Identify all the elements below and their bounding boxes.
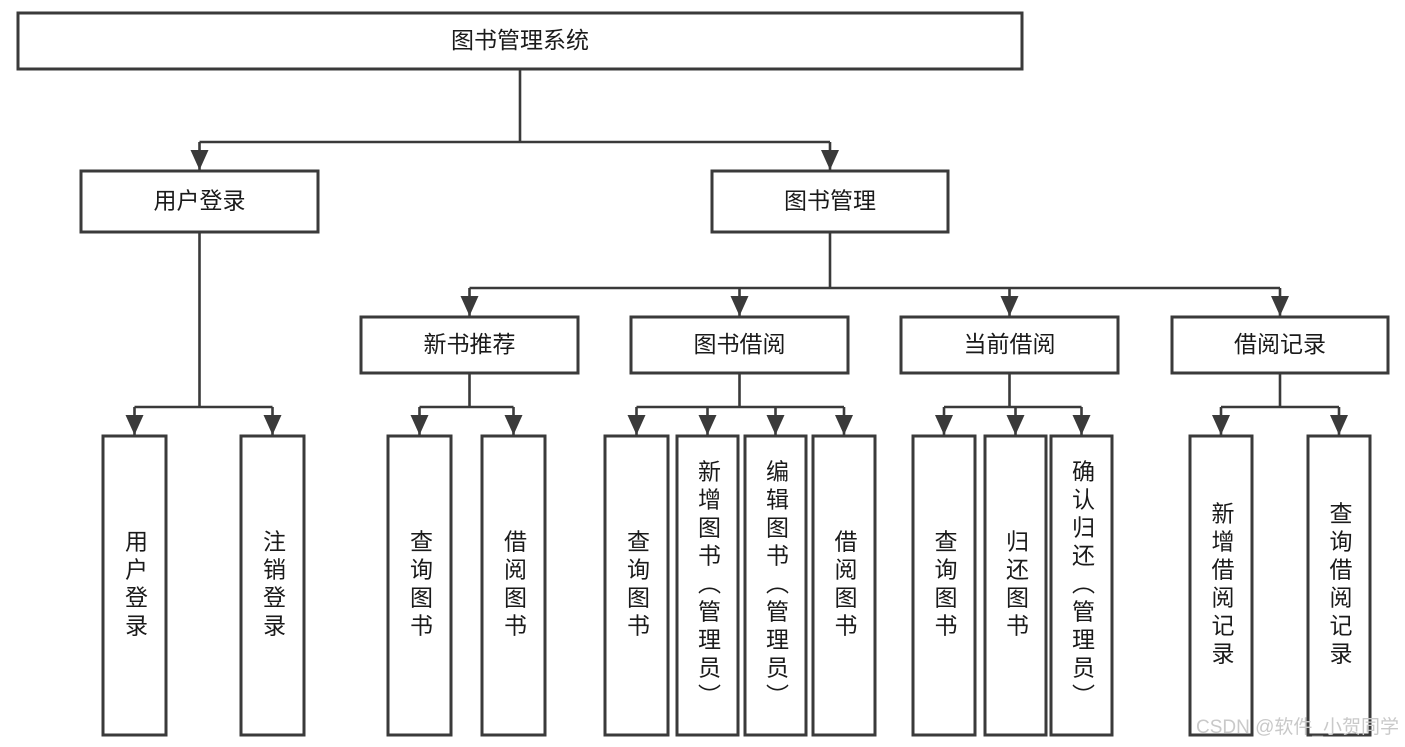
node-box[interactable] bbox=[1188, 434, 1254, 737]
node-label: 新增图书（管理员） bbox=[695, 460, 722, 712]
node-box[interactable] bbox=[16, 11, 1024, 71]
csdn-watermark: CSDN @软件_小贺同学 bbox=[1196, 716, 1399, 738]
node-leaf-edit-book[interactable]: 编辑图书（管理员） bbox=[743, 434, 808, 737]
node-label: 借阅图书 bbox=[501, 530, 528, 642]
arrow-head-icon bbox=[125, 415, 144, 435]
node-label: 查询借阅记录 bbox=[1326, 502, 1353, 670]
arrow-head-icon bbox=[935, 415, 953, 435]
node-label: 新增借阅记录 bbox=[1208, 502, 1235, 670]
arrow-head-icon bbox=[1072, 415, 1091, 435]
node-leaf-borrow-book-1[interactable]: 借阅图书 bbox=[480, 434, 547, 737]
node-label: 查询图书 bbox=[624, 530, 651, 642]
arrow-head-icon bbox=[1271, 296, 1289, 316]
arrow-head-icon bbox=[190, 150, 209, 170]
arrow-head-icon bbox=[835, 415, 853, 435]
node-label: 用户登录 bbox=[154, 188, 246, 214]
node-label: 图书借阅 bbox=[694, 331, 786, 357]
connector-layer bbox=[125, 69, 1348, 435]
node-label: 确认归还（管理员） bbox=[1069, 460, 1096, 712]
node-label: 图书管理 bbox=[784, 188, 876, 214]
arrow-head-icon bbox=[504, 415, 523, 435]
node-leaf-borrow-book-2[interactable]: 借阅图书 bbox=[811, 434, 877, 737]
node-leaf-add-book[interactable]: 新增图书（管理员） bbox=[675, 434, 740, 737]
node-box[interactable] bbox=[710, 169, 950, 234]
arrow-head-icon bbox=[766, 415, 785, 435]
node-label: 查询图书 bbox=[407, 530, 434, 642]
node-leaf-query-record[interactable]: 查询借阅记录 bbox=[1306, 434, 1372, 737]
node-label: 新书推荐 bbox=[424, 331, 516, 357]
node-label: 当前借阅 bbox=[964, 331, 1056, 357]
arrow-head-icon bbox=[1330, 415, 1348, 435]
node-new-book-recommend[interactable]: 新书推荐 bbox=[359, 315, 580, 375]
node-leaf-query-book-2[interactable]: 查询图书 bbox=[603, 434, 670, 737]
node-box[interactable] bbox=[983, 434, 1048, 737]
node-box[interactable] bbox=[911, 434, 977, 737]
node-leaf-query-book-1[interactable]: 查询图书 bbox=[386, 434, 453, 737]
node-label: 注销登录 bbox=[260, 530, 287, 642]
node-box[interactable] bbox=[899, 315, 1120, 375]
node-label: 用户登录 bbox=[122, 530, 149, 642]
arrow-head-icon bbox=[627, 415, 646, 435]
arrow-head-icon bbox=[821, 150, 839, 170]
node-leaf-query-book-3[interactable]: 查询图书 bbox=[911, 434, 977, 737]
node-label: 借阅记录 bbox=[1234, 331, 1326, 357]
node-user-login[interactable]: 用户登录 bbox=[79, 169, 320, 234]
node-box[interactable] bbox=[1049, 434, 1114, 737]
node-box[interactable] bbox=[675, 434, 740, 737]
node-box[interactable] bbox=[1170, 315, 1390, 375]
node-leaf-user-login[interactable]: 用户登录 bbox=[101, 434, 168, 737]
arrow-head-icon bbox=[1212, 415, 1230, 435]
node-box[interactable] bbox=[480, 434, 547, 737]
arrow-head-icon bbox=[410, 415, 429, 435]
node-label: 编辑图书（管理员） bbox=[763, 460, 790, 712]
node-box[interactable] bbox=[239, 434, 306, 737]
arrow-head-icon bbox=[730, 296, 749, 316]
arrow-head-icon bbox=[263, 415, 282, 435]
node-book-manage[interactable]: 图书管理 bbox=[710, 169, 950, 234]
node-leaf-return-book[interactable]: 归还图书 bbox=[983, 434, 1048, 737]
arrow-head-icon bbox=[698, 415, 717, 435]
arrow-head-icon bbox=[1000, 296, 1019, 316]
node-box[interactable] bbox=[1306, 434, 1372, 737]
node-leaf-user-logout[interactable]: 注销登录 bbox=[239, 434, 306, 737]
node-box[interactable] bbox=[811, 434, 877, 737]
node-box[interactable] bbox=[79, 169, 320, 234]
node-book-borrow[interactable]: 图书借阅 bbox=[629, 315, 850, 375]
arrow-head-icon bbox=[1006, 415, 1025, 435]
node-box[interactable] bbox=[629, 315, 850, 375]
node-leaf-add-record[interactable]: 新增借阅记录 bbox=[1188, 434, 1254, 737]
node-current-borrow[interactable]: 当前借阅 bbox=[899, 315, 1120, 375]
node-label: 图书管理系统 bbox=[451, 27, 589, 53]
node-box[interactable] bbox=[101, 434, 168, 737]
node-label: 查询图书 bbox=[931, 530, 958, 642]
node-leaf-confirm-return[interactable]: 确认归还（管理员） bbox=[1049, 434, 1114, 737]
arrow-head-icon bbox=[460, 296, 479, 316]
node-root[interactable]: 图书管理系统 bbox=[16, 11, 1024, 71]
node-label: 归还图书 bbox=[1003, 530, 1030, 642]
node-label: 借阅图书 bbox=[831, 530, 858, 642]
node-box[interactable] bbox=[603, 434, 670, 737]
node-box[interactable] bbox=[743, 434, 808, 737]
node-box[interactable] bbox=[386, 434, 453, 737]
node-borrow-record[interactable]: 借阅记录 bbox=[1170, 315, 1390, 375]
node-layer: 图书管理系统用户登录图书管理新书推荐图书借阅当前借阅借阅记录用户登录注销登录查询… bbox=[16, 11, 1390, 737]
node-box[interactable] bbox=[359, 315, 580, 375]
